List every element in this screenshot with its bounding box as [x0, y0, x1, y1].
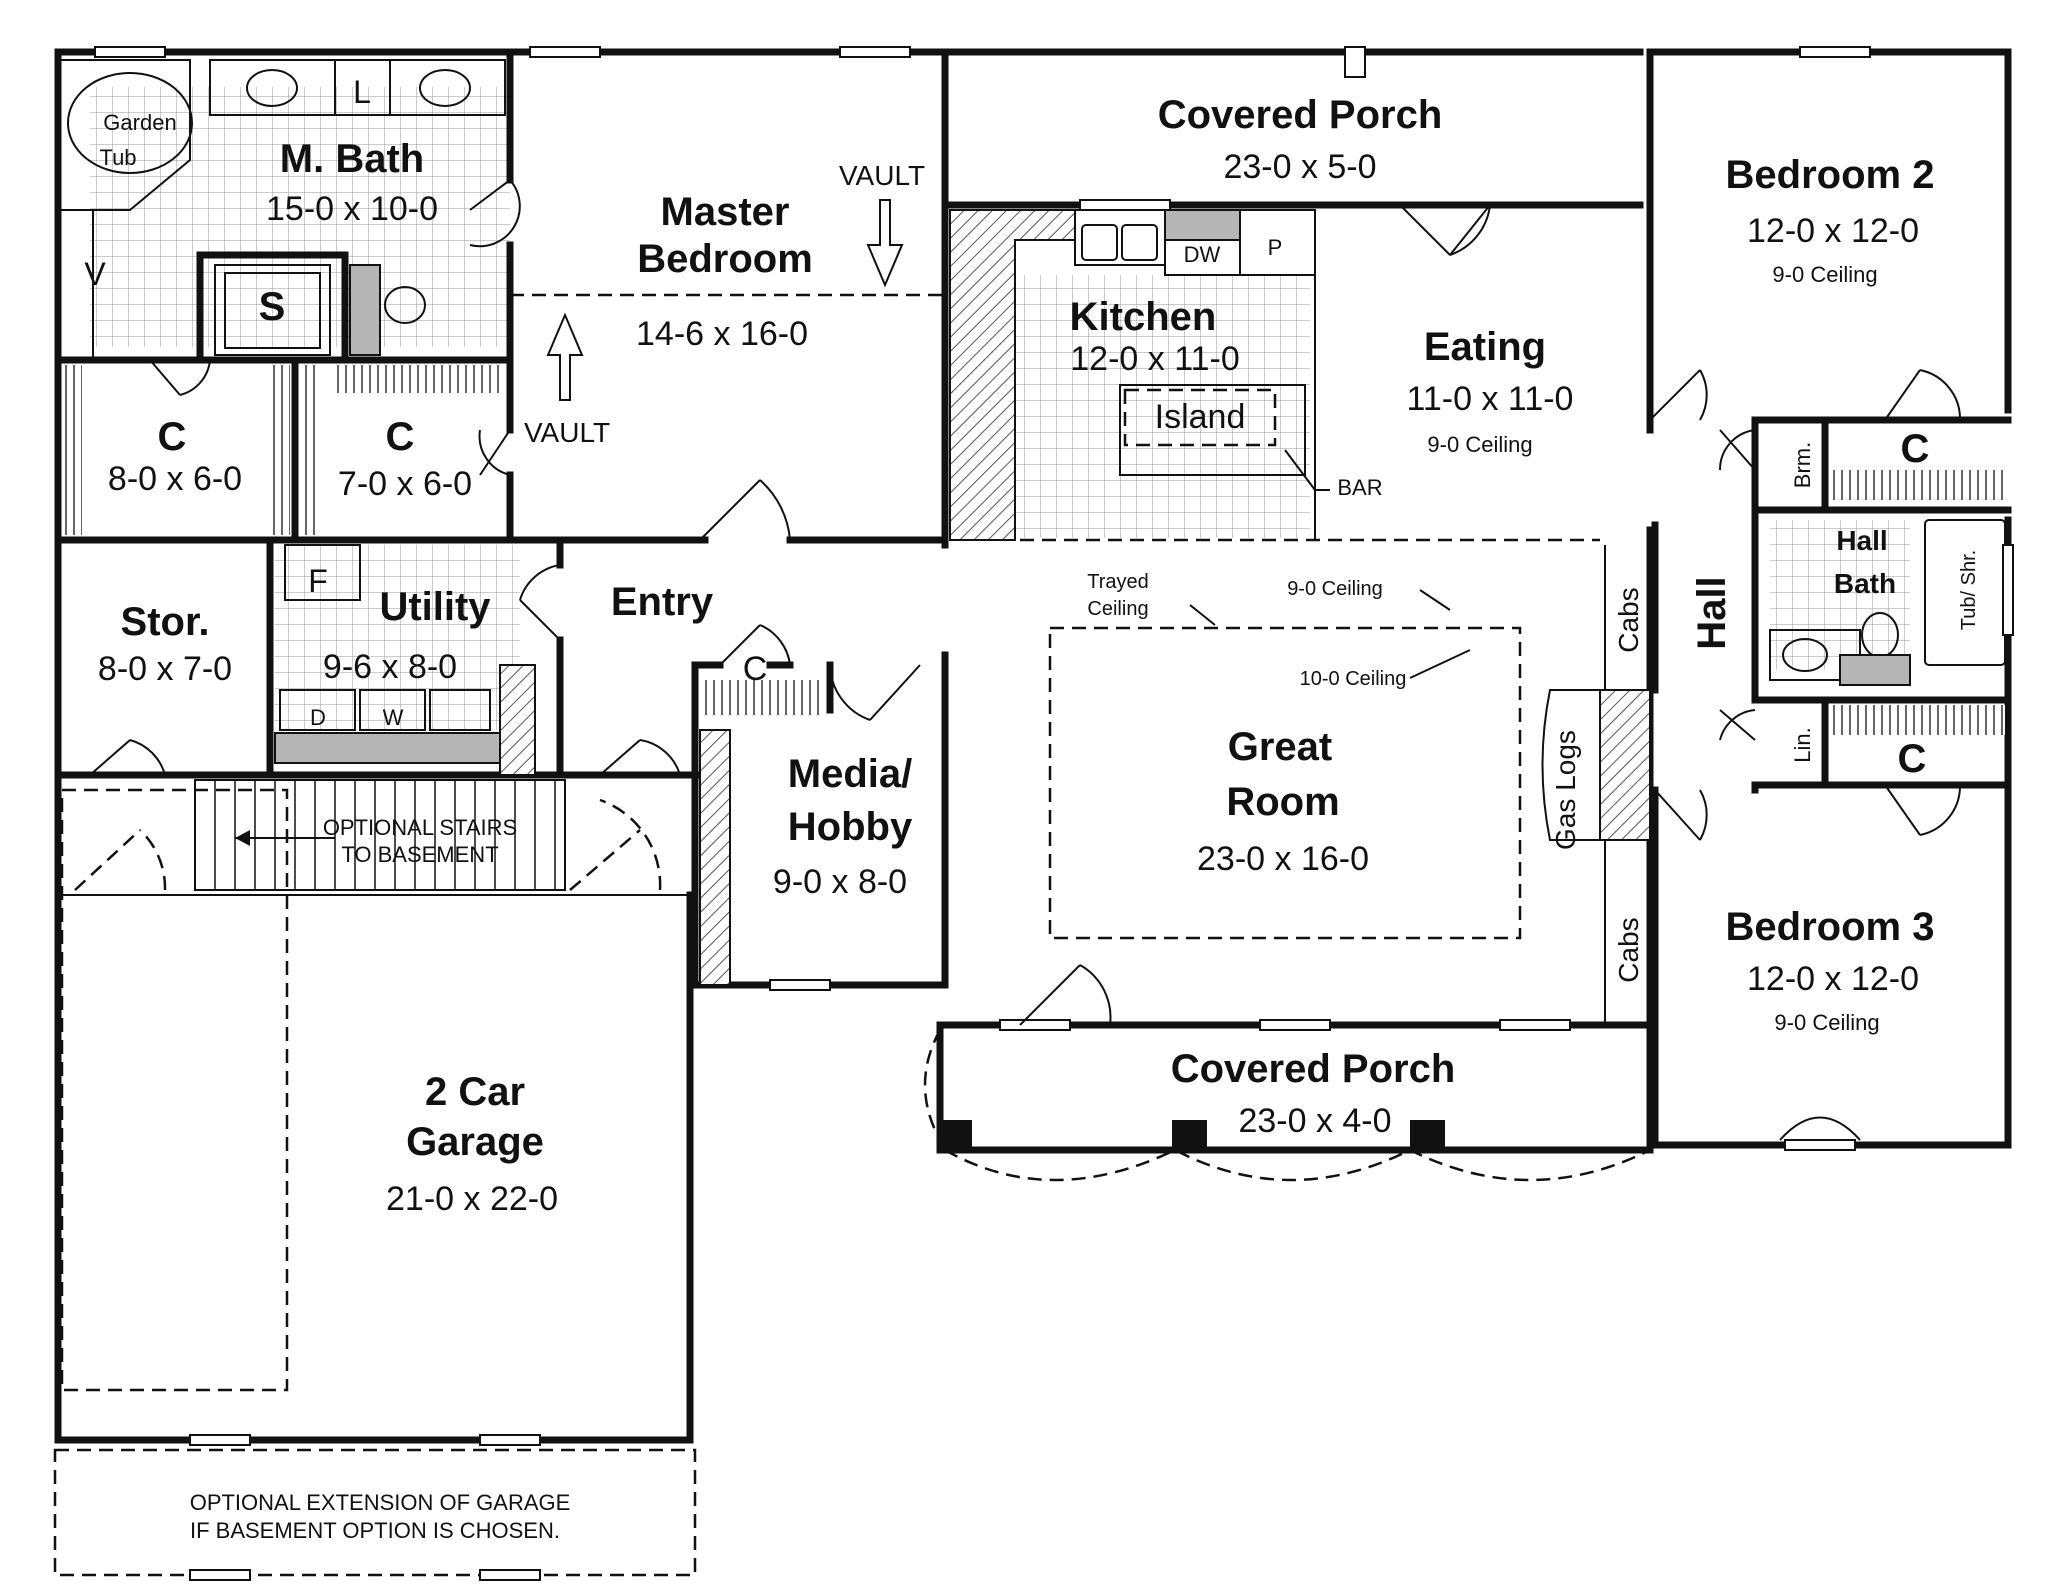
stairs-label-1: OPTIONAL STAIRS	[323, 815, 517, 840]
entry-closet-name: C	[743, 650, 768, 688]
freezer-label: F	[308, 563, 328, 599]
closet-1-dim: 8-0 x 6-0	[108, 460, 242, 498]
media-line2: Hobby	[788, 805, 913, 849]
garage-extension-label-1: OPTIONAL EXTENSION OF GARAGE	[190, 1490, 571, 1515]
bedroom3-dim: 12-0 x 12-0	[1747, 960, 1919, 998]
garage-extension-label-2: IF BASEMENT OPTION IS CHOSEN.	[190, 1518, 560, 1543]
hall-bath-line2: Bath	[1834, 568, 1896, 599]
doors	[89, 179, 1962, 1141]
vanity-label: V	[84, 256, 106, 292]
bedroom2-ceiling: 9-0 Ceiling	[1772, 262, 1877, 287]
covered-porch-rear-name: Covered Porch	[1158, 93, 1443, 137]
closet-1-name: C	[158, 415, 187, 459]
covered-porch-front-name: Covered Porch	[1171, 1047, 1456, 1091]
storage-dim: 8-0 x 7-0	[98, 650, 232, 688]
eating-dim: 11-0 x 11-0	[1407, 380, 1574, 418]
master-bedroom-line2: Bedroom	[637, 237, 813, 281]
vault-label-1: VAULT	[839, 160, 925, 191]
windows	[94, 46, 2014, 1581]
ceiling-9-label: 9-0 Ceiling	[1287, 578, 1383, 600]
garage-dim: 21-0 x 22-0	[386, 1180, 558, 1218]
bath-fixtures	[57, 59, 2006, 686]
ceiling-10-label: 10-0 Ceiling	[1300, 668, 1407, 690]
closet-shelves	[62, 365, 2005, 735]
linen-label: Lin.	[1790, 727, 1815, 762]
kitchen-name: Kitchen	[1070, 295, 1217, 339]
stairs-label-2: TO BASEMENT	[341, 842, 498, 867]
media-line1: Media/	[788, 752, 912, 796]
cabs-top-label: Cabs	[1613, 587, 1644, 652]
tub-shower-label: Tub/ Shr.	[1958, 550, 1980, 630]
vault-arrows	[546, 199, 1471, 679]
gas-logs-label: Gas Logs	[1550, 730, 1581, 850]
bedroom2-dim: 12-0 x 12-0	[1747, 212, 1919, 250]
bedroom3-name: Bedroom 3	[1726, 905, 1935, 949]
covered-porch-rear-dim: 23-0 x 5-0	[1223, 148, 1376, 186]
great-room-dim: 23-0 x 16-0	[1197, 840, 1369, 878]
master-bedroom-dim: 14-6 x 16-0	[636, 315, 808, 353]
broom-label: Brm.	[1790, 442, 1815, 488]
fireplace	[1541, 545, 1651, 1025]
great-room-line2: Room	[1226, 780, 1339, 824]
room-labels: Garden Tub M. Bath 15-0 x 10-0 L V S Mas…	[84, 74, 1980, 1543]
media-dim: 9-0 x 8-0	[773, 863, 907, 901]
island-label: Island	[1155, 398, 1246, 436]
covered-porch-front-dim: 23-0 x 4-0	[1238, 1102, 1391, 1140]
master-bath-name: M. Bath	[280, 137, 424, 181]
eating-ceiling: 9-0 Ceiling	[1427, 432, 1532, 457]
closet-2-dim: 7-0 x 6-0	[338, 465, 472, 503]
garage-line1: 2 Car	[425, 1070, 525, 1114]
garden-tub-label-2: Tub	[99, 145, 136, 170]
trayed-label-1: Trayed	[1087, 571, 1149, 593]
utility-dim: 9-6 x 8-0	[323, 648, 457, 686]
hall-name: Hall	[1690, 576, 1734, 649]
tile-floors	[90, 87, 1910, 730]
cabs-bottom-label: Cabs	[1613, 917, 1644, 982]
bedroom2-closet-name: C	[1901, 427, 1930, 471]
utility-fixtures	[274, 544, 731, 986]
trayed-ceiling-outline	[1048, 626, 1522, 940]
vault-label-2: VAULT	[524, 417, 610, 448]
closet-2-name: C	[386, 415, 415, 459]
washer-label: W	[383, 705, 404, 730]
optional-areas	[53, 779, 697, 1577]
master-bath-dim: 15-0 x 10-0	[266, 190, 438, 228]
utility-name: Utility	[379, 585, 491, 629]
storage-name: Stor.	[121, 600, 210, 644]
shower-label: S	[259, 285, 286, 329]
bar-label: BAR	[1337, 475, 1382, 500]
bedroom2-name: Bedroom 2	[1726, 153, 1935, 197]
dryer-label: D	[310, 705, 326, 730]
garage-line2: Garage	[406, 1120, 544, 1164]
entry-name: Entry	[611, 580, 714, 624]
hall-bath-line1: Hall	[1836, 525, 1887, 556]
eating-name: Eating	[1424, 325, 1546, 369]
lavatory-label: L	[353, 74, 371, 110]
pantry-label: P	[1268, 235, 1283, 260]
bedroom3-closet-name: C	[1898, 737, 1927, 781]
trayed-label-2: Ceiling	[1087, 598, 1148, 620]
great-room-line1: Great	[1228, 725, 1333, 769]
garden-tub-label: Garden	[103, 110, 176, 135]
kitchen-fixtures	[510, 209, 1600, 542]
dw-label: DW	[1184, 242, 1221, 267]
bedroom3-ceiling: 9-0 Ceiling	[1774, 1010, 1879, 1035]
kitchen-dim: 12-0 x 11-0	[1070, 340, 1239, 378]
master-bedroom-line1: Master	[661, 190, 790, 234]
